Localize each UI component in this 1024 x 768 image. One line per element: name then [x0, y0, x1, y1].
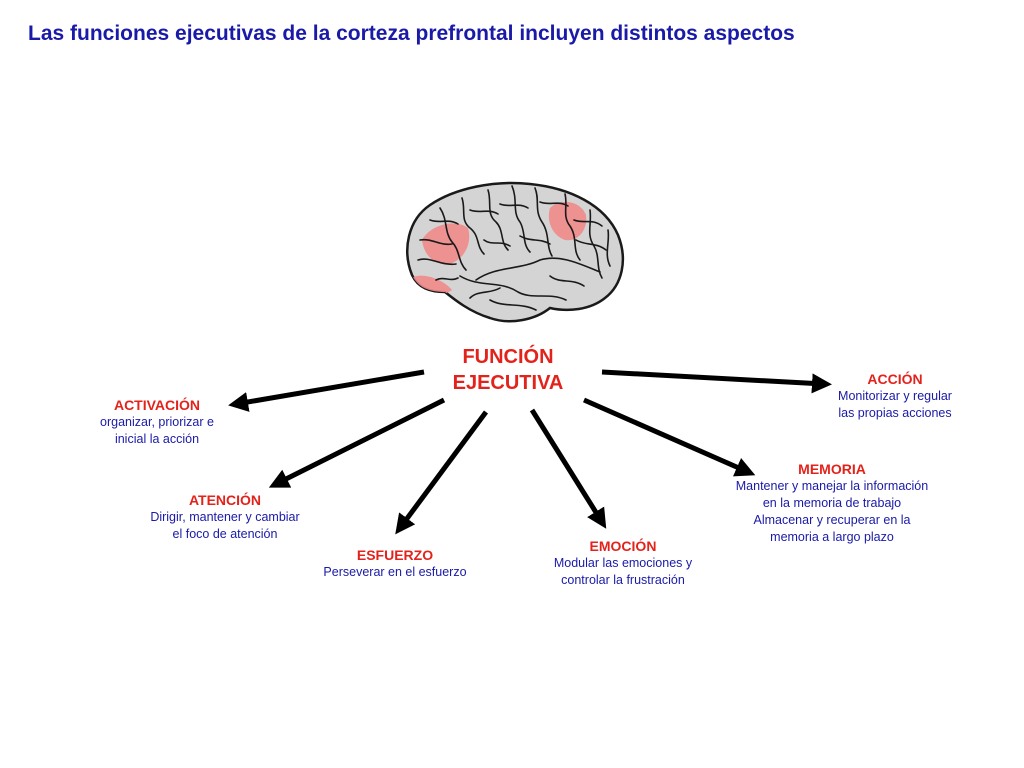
node-activacion-title: ACTIVACIÓN — [113, 397, 201, 413]
arrow-activacion — [228, 369, 425, 412]
node-emocion: EMOCIÓN Modular las emociones y controla… — [538, 537, 708, 589]
node-atencion-line-2: el foco de atención — [172, 527, 278, 541]
node-memoria: MEMORIA Mantener y manejar la informació… — [716, 460, 948, 546]
node-accion-line-1: Monitorizar y regular — [838, 389, 952, 403]
node-esfuerzo-title: ESFUERZO — [356, 547, 434, 563]
node-activacion: ACTIVACIÓN organizar, priorizar e inicia… — [82, 396, 232, 448]
node-emocion-title: EMOCIÓN — [589, 538, 657, 554]
node-memoria-line-1: Mantener y manejar la información — [735, 479, 929, 493]
center-label: FUNCIÓN EJECUTIVA — [428, 344, 588, 396]
node-memoria-line-2: en la memoria de trabajo — [762, 496, 902, 510]
node-emocion-line-1: Modular las emociones y — [553, 556, 693, 570]
page-title: Las funciones ejecutivas de la corteza p… — [28, 22, 795, 45]
node-memoria-line-4: memoria a largo plazo — [770, 530, 894, 544]
node-memoria-line-3: Almacenar y recuperar en la — [753, 513, 911, 527]
node-atencion: ATENCIÓN Dirigir, mantener y cambiar el … — [130, 491, 320, 543]
node-esfuerzo: ESFUERZO Perseverar en el esfuerzo — [310, 546, 480, 581]
arrow-accion — [601, 369, 832, 394]
arrow-emocion — [529, 408, 607, 529]
center-line-2: EJECUTIVA — [452, 372, 564, 394]
node-emocion-line-2: controlar la frustración — [561, 573, 685, 587]
node-atencion-line-1: Dirigir, mantener y cambiar — [150, 510, 300, 524]
brain-illustration — [406, 181, 625, 323]
arrow-atencion — [268, 397, 446, 488]
node-activacion-line-1: organizar, priorizar e — [100, 415, 214, 429]
node-esfuerzo-line-1: Perseverar en el esfuerzo — [323, 565, 467, 579]
node-atencion-title: ATENCIÓN — [188, 492, 262, 508]
center-line-1: FUNCIÓN — [462, 346, 554, 368]
node-accion: ACCIÓN Monitorizar y regular las propias… — [820, 370, 970, 422]
node-accion-line-2: las propias acciones — [838, 406, 952, 420]
node-accion-title: ACCIÓN — [867, 371, 923, 387]
node-activacion-line-2: inicial la acción — [114, 432, 200, 446]
arrow-esfuerzo — [395, 410, 489, 535]
arrow-memoria — [582, 397, 756, 477]
node-memoria-title: MEMORIA — [798, 461, 866, 477]
